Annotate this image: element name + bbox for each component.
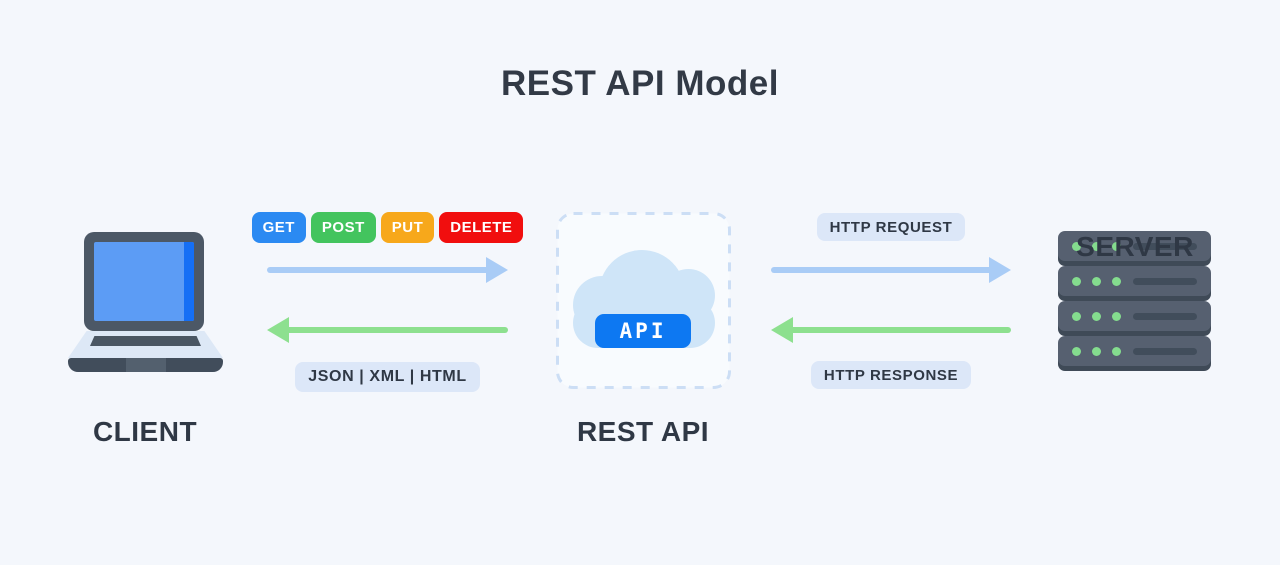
server-rack-unit <box>1058 266 1211 296</box>
laptop-keyboard <box>90 336 201 346</box>
laptop-screen <box>94 242 194 321</box>
server-rack-unit <box>1058 336 1211 366</box>
api-badge: API <box>595 314 691 348</box>
client-laptop-icon <box>68 232 223 372</box>
server-led-lights <box>1072 347 1121 356</box>
server-led-lights <box>1072 277 1121 286</box>
method-badge-put: PUT <box>380 212 435 243</box>
client-to-api-request-arrow <box>267 257 508 283</box>
diagram-title: REST API Model <box>501 64 779 103</box>
server-drive-slot <box>1133 348 1197 355</box>
laptop-screen-highlight <box>184 242 194 321</box>
arrow-head-icon <box>267 317 289 343</box>
arrow-head-icon <box>771 317 793 343</box>
rest-api-box <box>556 212 731 389</box>
server-led-lights <box>1072 312 1121 321</box>
rest-api-label: REST API <box>576 416 710 447</box>
arrow-head-icon <box>989 257 1011 283</box>
api-to-client-response-arrow <box>267 317 508 343</box>
server-drive-slot <box>1133 313 1197 320</box>
client-label: CLIENT <box>92 416 198 447</box>
server-drive-slot <box>1133 278 1197 285</box>
http-methods-row: GET POST PUT DELETE <box>251 212 524 243</box>
method-badge-get: GET <box>251 212 306 243</box>
http-response-row: HTTP RESPONSE <box>771 361 1011 389</box>
server-drive-slot <box>1133 243 1197 250</box>
http-request-pill: HTTP REQUEST <box>816 213 966 241</box>
server-led-lights <box>1072 242 1121 251</box>
server-rack-unit <box>1058 301 1211 331</box>
server-label: SERVER <box>1076 231 1194 262</box>
response-formats-row: JSON | XML | HTML <box>267 362 508 392</box>
arrow-line <box>788 327 1011 333</box>
server-to-api-response-arrow <box>771 317 1011 343</box>
method-badge-delete: DELETE <box>439 212 524 243</box>
response-formats-pill: JSON | XML | HTML <box>295 362 480 392</box>
arrow-line <box>284 327 508 333</box>
arrow-line <box>771 267 994 273</box>
http-response-pill: HTTP RESPONSE <box>810 361 972 389</box>
http-request-row: HTTP REQUEST <box>771 213 1011 241</box>
server-rack-icon <box>1058 231 1211 372</box>
method-badge-post: POST <box>310 212 376 243</box>
api-to-server-request-arrow <box>771 257 1011 283</box>
laptop-notch <box>126 358 166 372</box>
arrow-head-icon <box>486 257 508 283</box>
arrow-line <box>267 267 491 273</box>
server-rack-unit <box>1058 231 1211 261</box>
